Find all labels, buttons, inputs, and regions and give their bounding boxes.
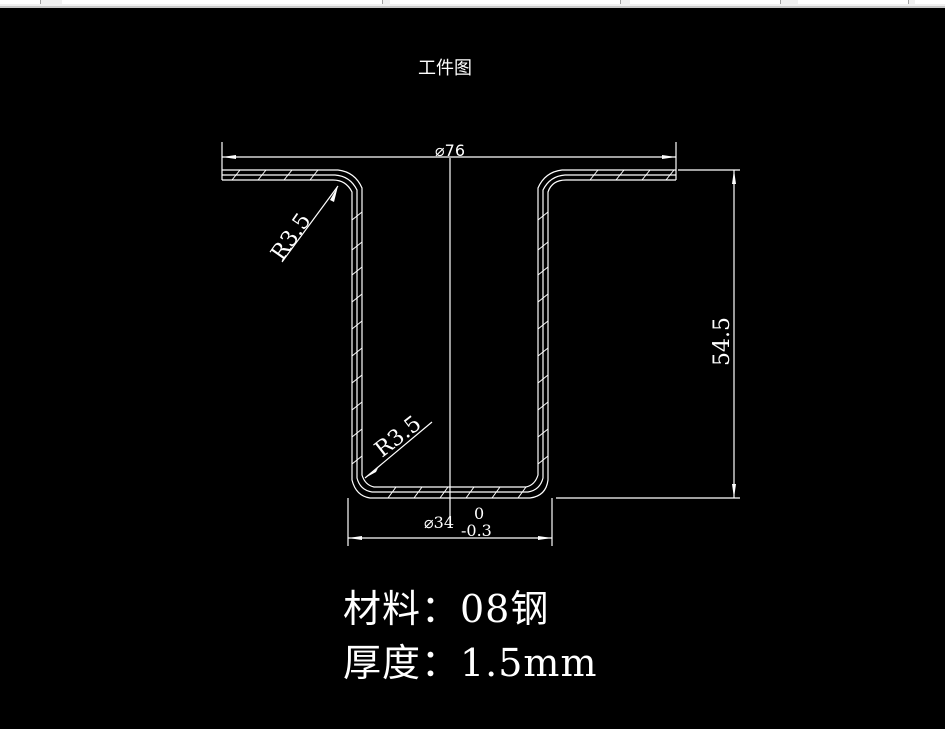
dim-height: 54.5 (710, 317, 735, 366)
toolbar-segment[interactable] (798, 0, 909, 4)
dim-bottom-diameter: ⌀34 (424, 513, 454, 532)
drawing-title: 工件图 (418, 58, 472, 79)
dim-top-diameter: ⌀76 (435, 141, 465, 160)
dim-radius-bottom: R3.5 (370, 411, 426, 462)
toolbar-segment[interactable] (62, 0, 383, 4)
hatch-lines (231, 169, 675, 499)
radius-leader-bottom (364, 421, 433, 479)
thickness-note: 厚度：1.5mm (343, 641, 598, 685)
dim-tolerance-lower: -0.3 (461, 521, 492, 540)
cad-drawing-canvas[interactable]: ⌀76 ⌀34 0 -0.3 54.5 R3.5 R3.5 (0, 8, 945, 729)
dim-tolerance-upper: 0 (474, 504, 484, 523)
toolbar-segment[interactable] (390, 0, 621, 4)
toolbar-segment[interactable] (0, 0, 41, 4)
dim-radius-top: R3.5 (266, 209, 316, 266)
toolbar-segment[interactable] (630, 0, 781, 4)
radius-leader-top (281, 185, 339, 263)
toolbar-segment[interactable] (915, 0, 945, 4)
material-note: 材料：08钢 (343, 587, 550, 631)
cad-toolbar-strip (0, 0, 945, 8)
